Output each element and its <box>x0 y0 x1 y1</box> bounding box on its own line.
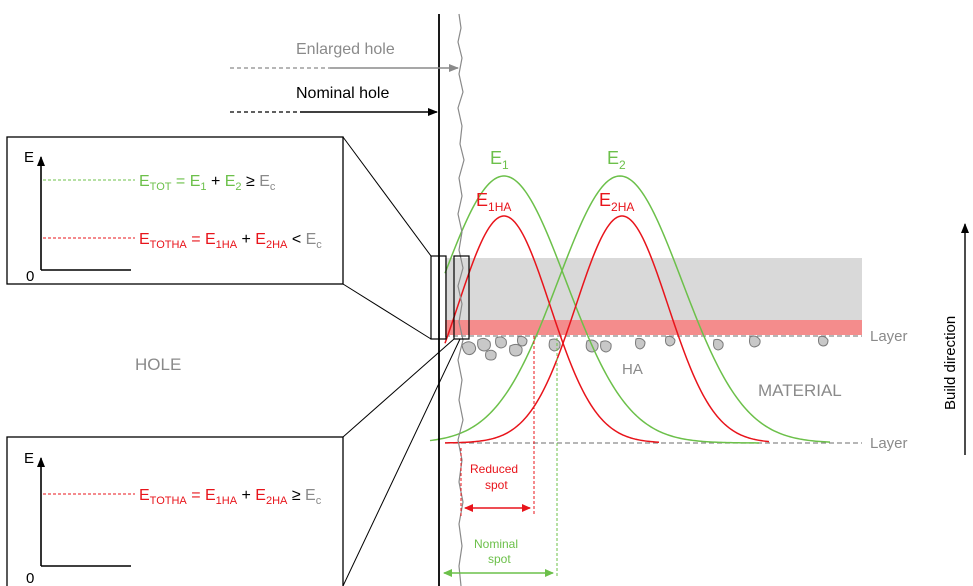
e1-curve-label: E1 <box>490 148 509 172</box>
energy-curves <box>429 175 831 444</box>
ha-particles <box>461 335 829 361</box>
nominal-spot-label-2: spot <box>488 552 511 566</box>
e1ha-curve-label: E1HA <box>476 190 511 214</box>
material-label: MATERIAL <box>758 381 842 400</box>
inset-box-bottom: E 0 ETOTHA = E1HA + E2HA ≥ Ec <box>6 436 344 586</box>
inset-bottom-origin-label: 0 <box>26 570 34 586</box>
inset-bottom-axis-label: E <box>24 450 34 467</box>
inset-top-axis-label: E <box>24 149 34 166</box>
e2ha-curve-label: E2HA <box>599 190 634 214</box>
reduced-spot-label-2: spot <box>485 478 508 492</box>
zoom-window-enlarged <box>453 255 470 340</box>
e1ha-curve <box>444 215 660 443</box>
inset-top-eq-green: ETOT = E1 + E2 ≥ Ec <box>139 173 276 193</box>
nominal-hole-label: Nominal hole <box>296 85 389 102</box>
e1-curve <box>444 175 759 444</box>
layer-label-bottom: Layer <box>870 435 908 452</box>
e2-curve <box>429 175 831 443</box>
hole-label: HOLE <box>135 355 181 374</box>
pink-layer-band <box>445 320 862 335</box>
enlarged-hole-label: Enlarged hole <box>296 41 395 58</box>
build-direction-label: Build direction <box>942 316 959 410</box>
nominal-spot-label-1: Nominal <box>474 537 518 551</box>
inset-top-eq-red: ETOTHA = E1HA + E2HA < Ec <box>139 231 322 251</box>
e2ha-curve <box>444 215 770 444</box>
reduced-spot-label-1: Reduced <box>470 462 518 476</box>
zoom-connectors <box>342 136 461 586</box>
inset-top-origin-label: 0 <box>26 268 34 285</box>
e2-curve-label: E2 <box>607 148 626 172</box>
inset-bottom-eq-red: ETOTHA = E1HA + E2HA ≥ Ec <box>139 487 322 507</box>
ha-label: HA <box>622 361 643 378</box>
inset-box-top: E 0 ETOT = E1 + E2 ≥ Ec ETOTHA = E1HA + … <box>6 136 344 285</box>
gray-melt-band <box>445 258 862 320</box>
enlarged-hole-wall <box>457 13 465 586</box>
zoom-window-nominal <box>430 255 447 340</box>
layer-label-top: Layer <box>870 328 908 345</box>
